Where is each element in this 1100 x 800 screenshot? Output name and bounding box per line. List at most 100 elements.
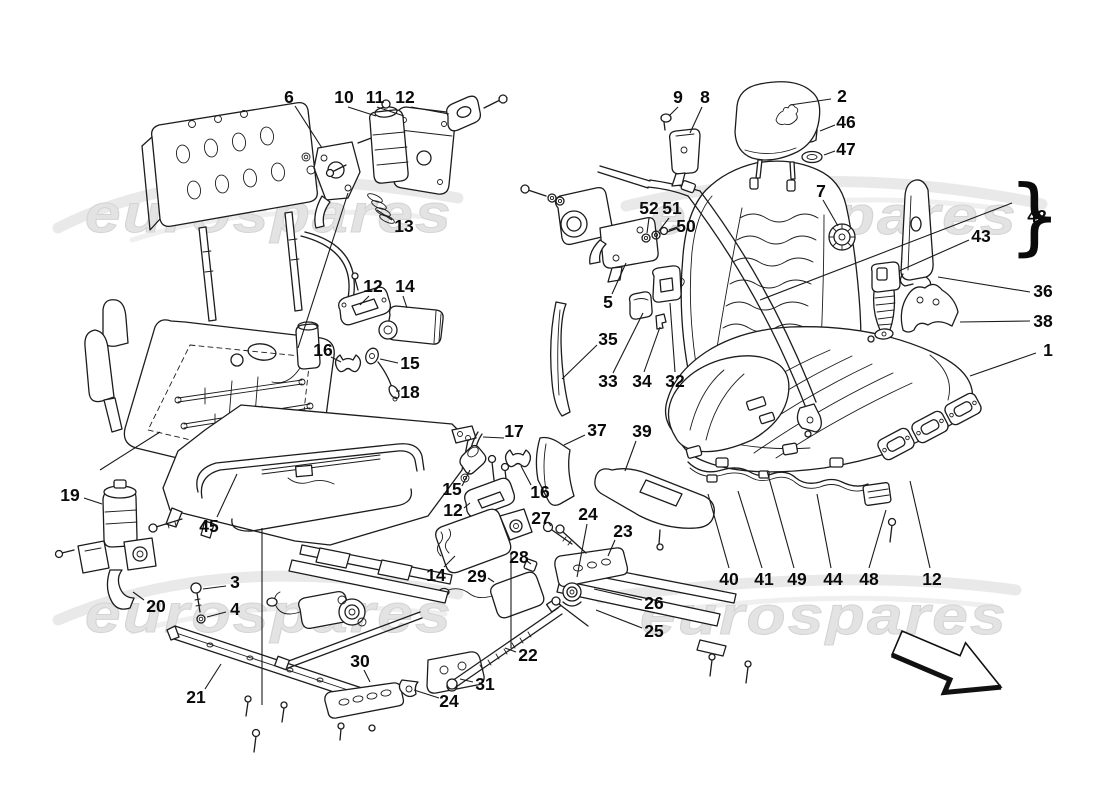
leader-line [607,539,616,557]
part-label-39: 39 [632,421,652,441]
height-motor-drawing [334,272,444,402]
leader-line [359,295,370,306]
leader-line [643,326,661,373]
part-label-22: 22 [518,645,538,665]
leader-line [463,502,471,509]
leader-line [379,358,399,364]
part-label-47: 47 [836,139,855,159]
belt-retractor-drawing [520,113,701,283]
part-label-46: 46 [836,112,856,132]
part-label-30: 30 [350,651,370,671]
belt-guide-buckle-drawing [867,179,959,343]
part-label-32: 32 [665,371,685,391]
leader-line [668,106,679,117]
leader-line [669,302,676,373]
part-label-37: 37 [587,420,606,440]
leader-line [206,611,227,618]
part-label-33: 33 [598,371,618,391]
leader-line [347,106,377,117]
part-label-9: 9 [673,87,683,107]
leader-lines [83,98,1037,705]
leader-line [593,588,643,601]
leader-line [959,320,1031,323]
part-label-12: 12 [443,500,463,520]
leader-line [83,497,103,505]
leader-line [413,689,440,699]
direction-arrow-icon [890,629,1003,696]
part-label-17: 17 [504,421,523,441]
part-label-40: 40 [719,569,739,589]
part-label-11: 11 [366,87,385,107]
leader-line [526,560,532,565]
part-label-21: 21 [186,687,206,707]
leader-line [707,493,730,569]
part-label-41: 41 [754,569,774,589]
part-label-35: 35 [598,329,618,349]
part-label-14: 14 [395,276,415,296]
reference-line [759,202,1013,301]
leader-line [216,473,238,518]
part-label-51: 51 [662,198,682,218]
cushion-frame-drawing [162,404,477,546]
part-label-13: 13 [394,216,414,236]
part-label-12: 12 [922,569,942,589]
leader-line [330,356,342,363]
leader-line [376,106,405,117]
leader-line [376,209,393,221]
seat-rails-drawing [166,524,752,753]
leader-line [816,493,832,569]
leader-line [823,150,836,156]
leader-line [547,521,552,527]
part-label-48: 48 [859,569,879,589]
part-label-12: 12 [395,87,415,107]
part-label-2: 2 [837,86,847,106]
part-label-15: 15 [400,353,420,373]
leader-line [909,480,931,569]
part-label-31: 31 [475,674,495,694]
part-label-34: 34 [632,371,652,391]
leader-line [204,663,222,690]
recliner-mechanism-drawing [301,131,384,229]
part-label-16: 16 [530,482,550,502]
leader-line [822,199,839,227]
leader-line [969,352,1037,377]
leader-line [595,609,643,629]
part-label-49: 49 [787,569,807,589]
part-label-3: 3 [230,572,240,592]
part-label-52: 52 [639,198,659,218]
part-label-19: 19 [60,485,80,505]
leader-line [898,239,970,272]
part-label-6: 6 [284,87,294,107]
leader-line [487,577,495,583]
leader-line [612,312,644,374]
part-label-14: 14 [426,565,446,585]
part-label-12: 12 [363,276,383,296]
part-label-45: 45 [199,516,219,536]
leader-line [563,434,586,446]
part-label-44: 44 [823,569,843,589]
part-label-36: 36 [1033,281,1053,301]
leader-line [363,669,371,683]
leader-line [561,344,598,380]
part-label-29: 29 [467,566,487,586]
part-label-23: 23 [613,521,633,541]
leader-line [482,436,505,439]
leader-line [658,217,670,232]
leader-line [402,295,408,309]
leader-line [624,440,637,472]
leader-line [202,585,227,590]
brace-glyph: } [1008,167,1061,265]
leader-line [576,523,588,578]
part-label-25: 25 [644,621,664,641]
leader-line [294,105,323,149]
leader-line [819,124,836,132]
leader-line [611,262,627,295]
part-label-5: 5 [603,292,613,312]
leader-line [789,98,832,106]
leader-line [737,490,763,569]
part-label-42: 42 [1027,206,1047,226]
part-label-24: 24 [439,691,459,711]
part-label-20: 20 [146,596,166,616]
harness-gaskets-drawing [685,392,982,543]
leader-line [461,469,471,487]
